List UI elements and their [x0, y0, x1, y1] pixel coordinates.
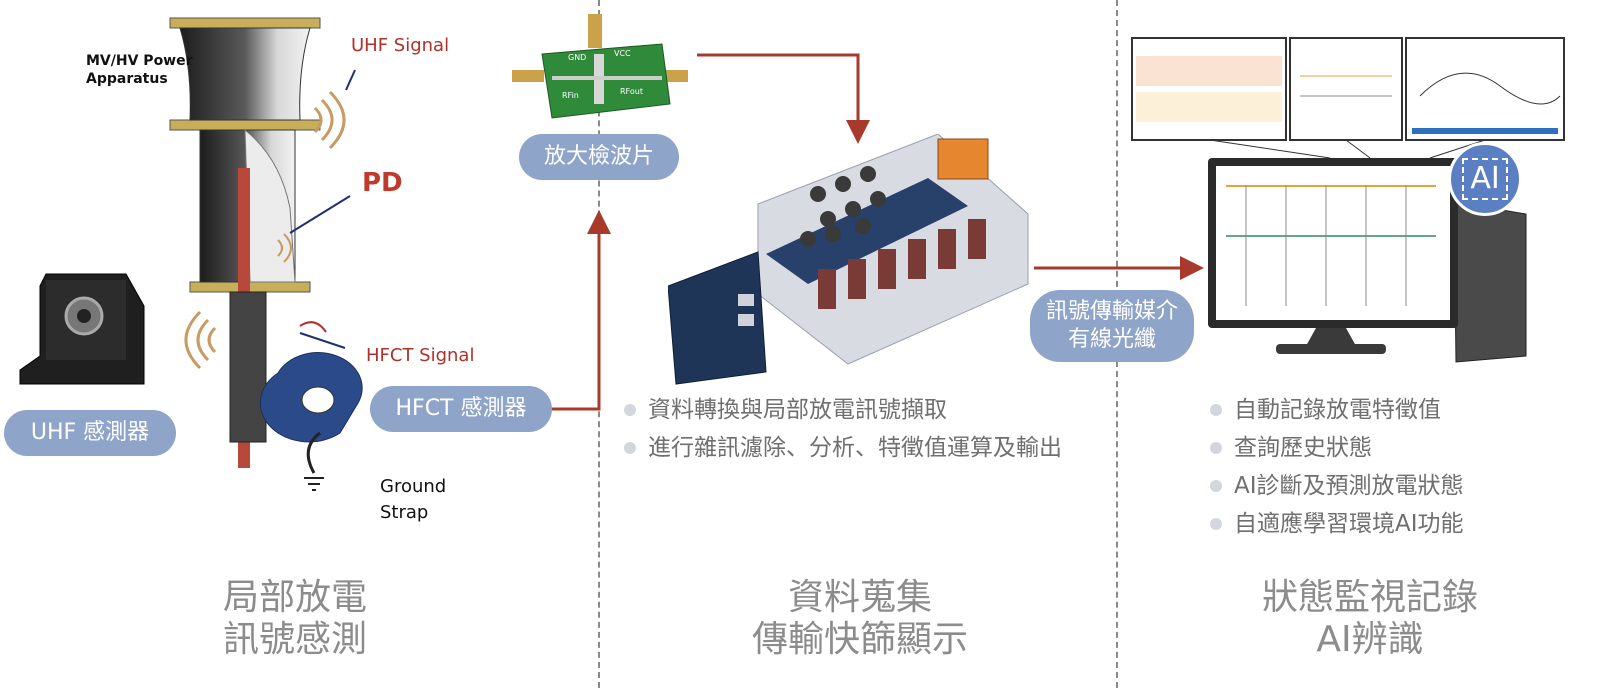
ai-badge-text: AI	[1462, 158, 1508, 200]
right-section-title: 狀態監視記錄 AI辨識	[1261, 577, 1478, 660]
daq-chassis-image	[668, 134, 1029, 385]
pd-label: PD	[362, 168, 403, 198]
ground-strap-label: Ground Strap	[380, 476, 447, 523]
power-apparatus-illustration	[169, 17, 363, 491]
list-item: 資料轉換與局部放電訊號擷取	[622, 391, 1062, 429]
board-rfin-label: RFin	[562, 91, 579, 100]
apparatus-label: MV/HV Power Apparatus	[86, 53, 193, 87]
list-item: 查詢歷史狀態	[1208, 429, 1464, 467]
uhf-sensor-image	[19, 273, 145, 385]
ai-badge: AI	[1448, 142, 1522, 216]
list-item: 進行雜訊濾除、分析、特徵值運算及輸出	[622, 429, 1062, 467]
uhf-sensor-pill: UHF 感測器	[4, 410, 176, 456]
amplifier-board-image: GND VCC RFin RFout	[512, 14, 688, 119]
board-gnd-label: GND	[568, 53, 586, 62]
middle-bullet-list: 資料轉換與局部放電訊號擷取 進行雜訊濾除、分析、特徵值運算及輸出	[622, 391, 1062, 467]
middle-section-title: 資料蒐集 傳輸快篩顯示	[751, 577, 968, 660]
hfct-signal-label: HFCT Signal	[366, 345, 475, 366]
right-bullet-list: 自動記錄放電特徵值 查詢歷史狀態 AI診斷及預測放電狀態 自適應學習環境AI功能	[1208, 391, 1464, 543]
amplifier-pill: 放大檢波片	[519, 134, 679, 180]
board-vcc-label: VCC	[614, 49, 631, 58]
monitor-station-image	[1208, 158, 1527, 363]
uhf-signal-label: UHF Signal	[351, 35, 450, 56]
list-item: 自適應學習環境AI功能	[1208, 505, 1464, 543]
list-item: 自動記錄放電特徵值	[1208, 391, 1464, 429]
transmission-pill: 訊號傳輸媒介 有線光纖	[1030, 290, 1194, 362]
hfct-sensor-pill: HFCT 感測器	[370, 386, 552, 432]
dashboard-thumbnails	[1131, 37, 1565, 159]
board-rfout-label: RFout	[620, 87, 643, 96]
list-item: AI診斷及預測放電狀態	[1208, 467, 1464, 505]
left-section-title: 局部放電 訊號感測	[222, 577, 367, 660]
